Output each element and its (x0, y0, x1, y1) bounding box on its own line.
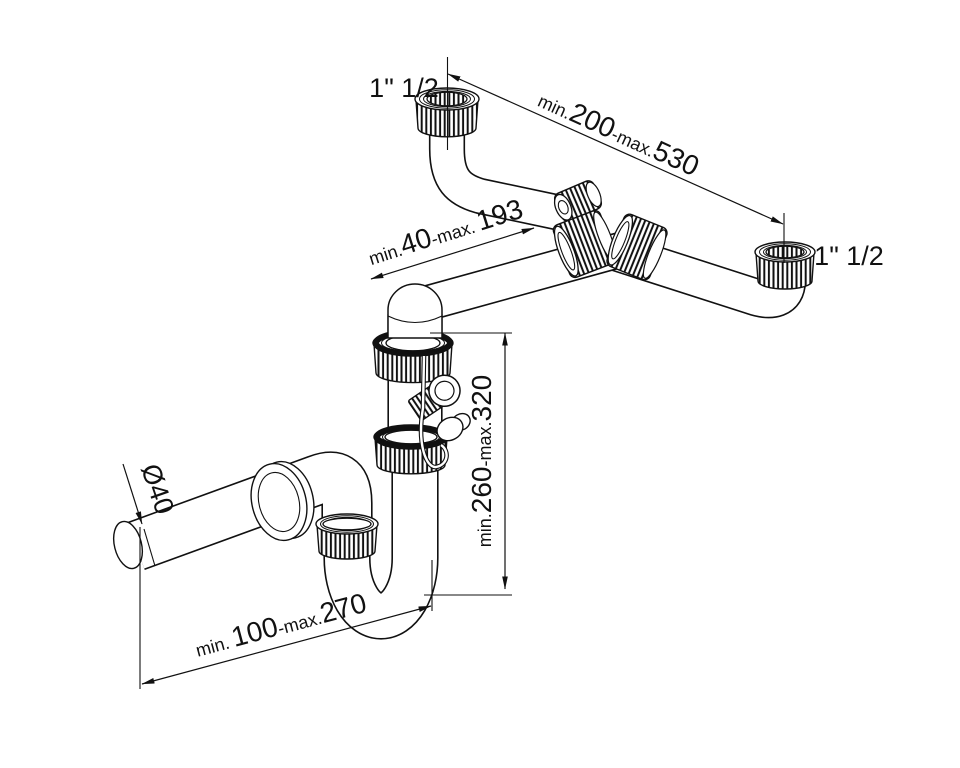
right-inlet-size-label: 1" 1/2 (814, 241, 884, 271)
tee-right-nut (606, 213, 668, 281)
dimension-text-vertical: min.260-max.320 (466, 375, 497, 547)
dimension-text-outlet: min.100-max.270 (191, 587, 369, 663)
diameter-leader-line (122, 463, 143, 525)
diameter-label: Ø40 (135, 460, 180, 518)
siphon-figure (112, 87, 816, 640)
wall-flange (250, 460, 315, 542)
dimension-arrow-line (141, 605, 432, 685)
dimension-text-top: min.200-max.530 (534, 83, 704, 182)
cap-strap-inner (419, 355, 448, 469)
barb-cap (436, 412, 471, 442)
outlet-pipe-end-face (112, 520, 144, 570)
outlet-pipe (127, 451, 373, 571)
dimension-vertical-drop: min.260-max.320 (424, 332, 512, 596)
dimension-arrow-line (370, 227, 535, 280)
left-inlet-size-label: 1" 1/2 (369, 73, 439, 103)
dome-elbow (387, 283, 443, 339)
hose-barb-connector (408, 374, 461, 421)
trap-outlet-nut (315, 513, 379, 560)
diameter-chord-line (143, 528, 156, 567)
dimension-arrow-line (447, 73, 784, 225)
dimension-text-branch: min.40-max.193 (364, 193, 527, 271)
right-inlet-nut (754, 241, 816, 290)
